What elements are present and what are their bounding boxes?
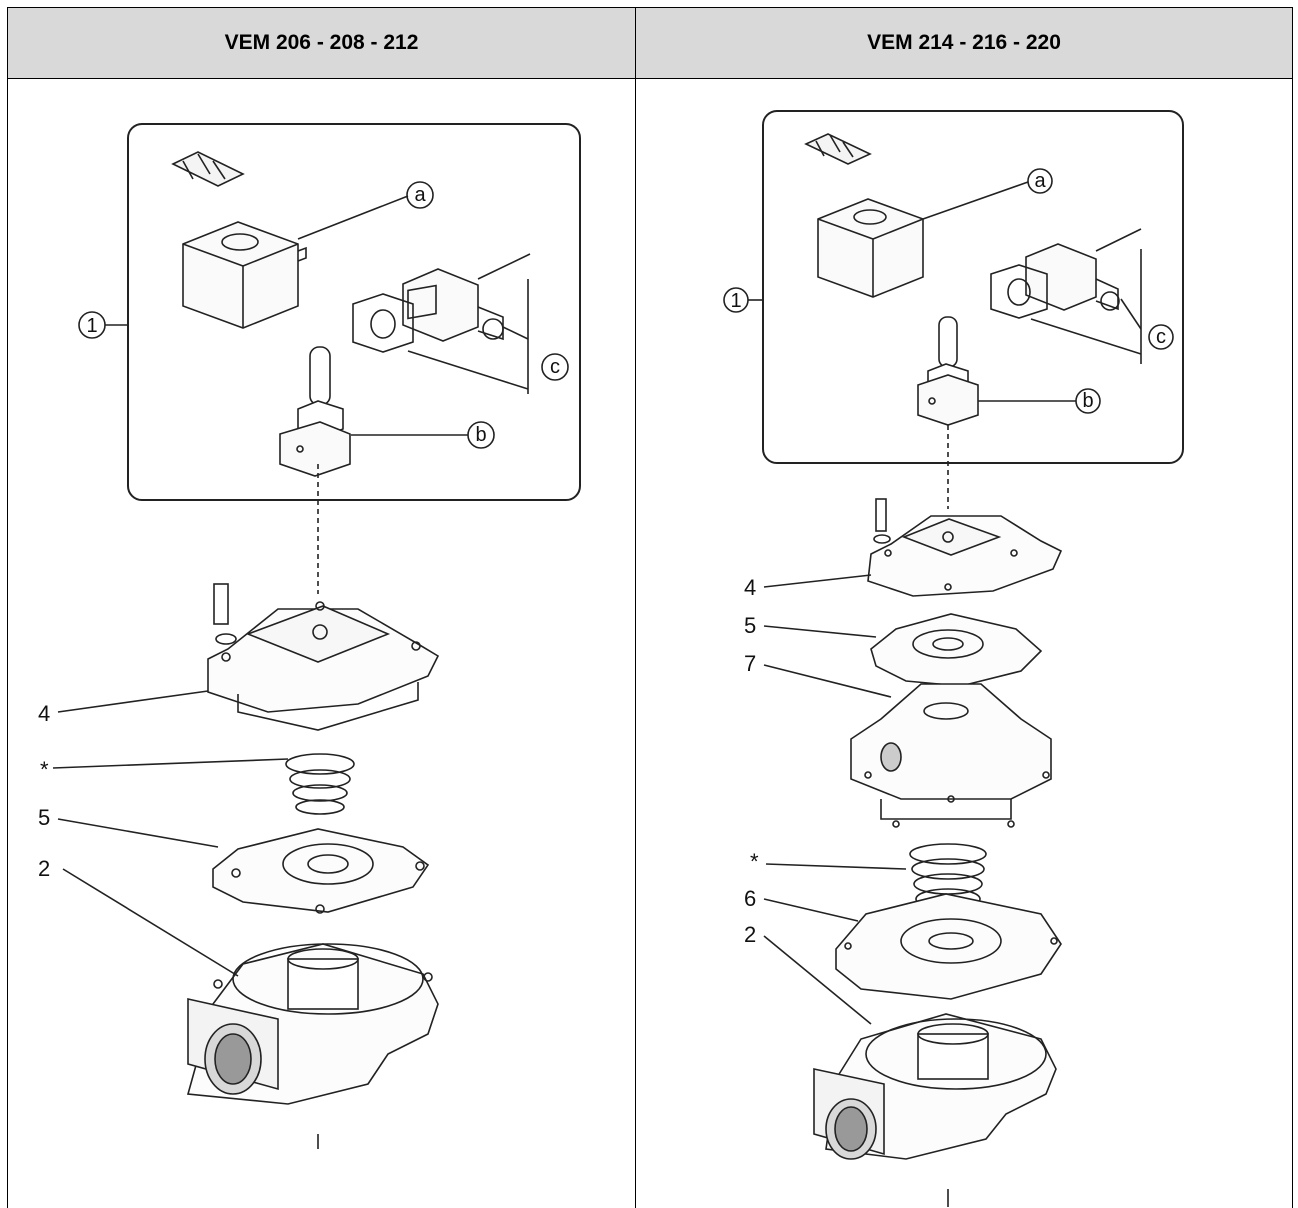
callout-kit-1: 1 <box>78 311 128 339</box>
part-label-2: 2 <box>744 922 756 947</box>
part-label-6: 6 <box>744 886 756 911</box>
header-vem-214-216-220: VEM 214 - 216 - 220 <box>636 8 1292 79</box>
callout-a: a <box>1027 168 1053 194</box>
callout-a: a <box>406 181 434 209</box>
header-vem-206-208-212: VEM 206 - 208 - 212 <box>8 8 636 79</box>
valve-body-icon <box>186 943 439 1149</box>
clip-icon <box>171 151 245 187</box>
connector-icon <box>990 228 1142 319</box>
clip-icon <box>804 133 872 165</box>
part-label-4: 4 <box>38 701 50 726</box>
svg-text:b: b <box>475 424 486 446</box>
exploded-view-right: a b c 1 <box>636 79 1292 1208</box>
diaphragm-icon <box>212 828 430 914</box>
part-label-4: 4 <box>744 575 756 600</box>
connector-icon <box>352 253 531 353</box>
parts-table: VEM 206 - 208 - 212 VEM 214 - 216 - 220 <box>7 7 1293 1208</box>
armature-tube-icon <box>279 346 351 477</box>
intermediate-housing-icon <box>850 683 1052 828</box>
valve-body-icon <box>813 1013 1057 1207</box>
diaphragm-small-icon <box>870 613 1043 687</box>
part-label-asterisk: * <box>750 849 759 874</box>
svg-text:b: b <box>1082 390 1093 412</box>
part-label-5: 5 <box>38 805 50 830</box>
svg-text:c: c <box>550 356 560 378</box>
part-label-2: 2 <box>38 856 50 881</box>
kit-box <box>127 123 581 501</box>
kit-box <box>762 110 1184 464</box>
callout-c: c <box>1148 324 1174 350</box>
svg-text:1: 1 <box>86 315 97 337</box>
column-divider <box>635 78 636 1208</box>
callout-b: b <box>1075 388 1101 414</box>
exploded-diagram-right: a b c 1 <box>723 110 1184 1207</box>
part-label-5: 5 <box>744 613 756 638</box>
solenoid-coil-icon <box>817 198 924 298</box>
callout-kit-1: 1 <box>723 287 763 313</box>
valve-cover-icon <box>207 583 440 731</box>
valve-cover-icon <box>867 498 1063 597</box>
callout-b: b <box>467 421 495 449</box>
armature-tube-icon <box>917 316 979 426</box>
part-label-asterisk: * <box>40 757 49 782</box>
part-label-7: 7 <box>744 651 756 676</box>
svg-text:a: a <box>1034 170 1046 192</box>
diaphragm-large-icon <box>835 893 1062 1000</box>
svg-text:1: 1 <box>730 290 741 312</box>
solenoid-coil-icon <box>182 221 307 329</box>
exploded-view-left: a b c 1 <box>8 79 635 1208</box>
svg-text:a: a <box>414 184 426 206</box>
svg-text:c: c <box>1156 326 1166 348</box>
spring-icon <box>285 753 355 815</box>
callout-c: c <box>541 353 569 381</box>
exploded-diagram-left: a b c 1 <box>38 123 581 1149</box>
